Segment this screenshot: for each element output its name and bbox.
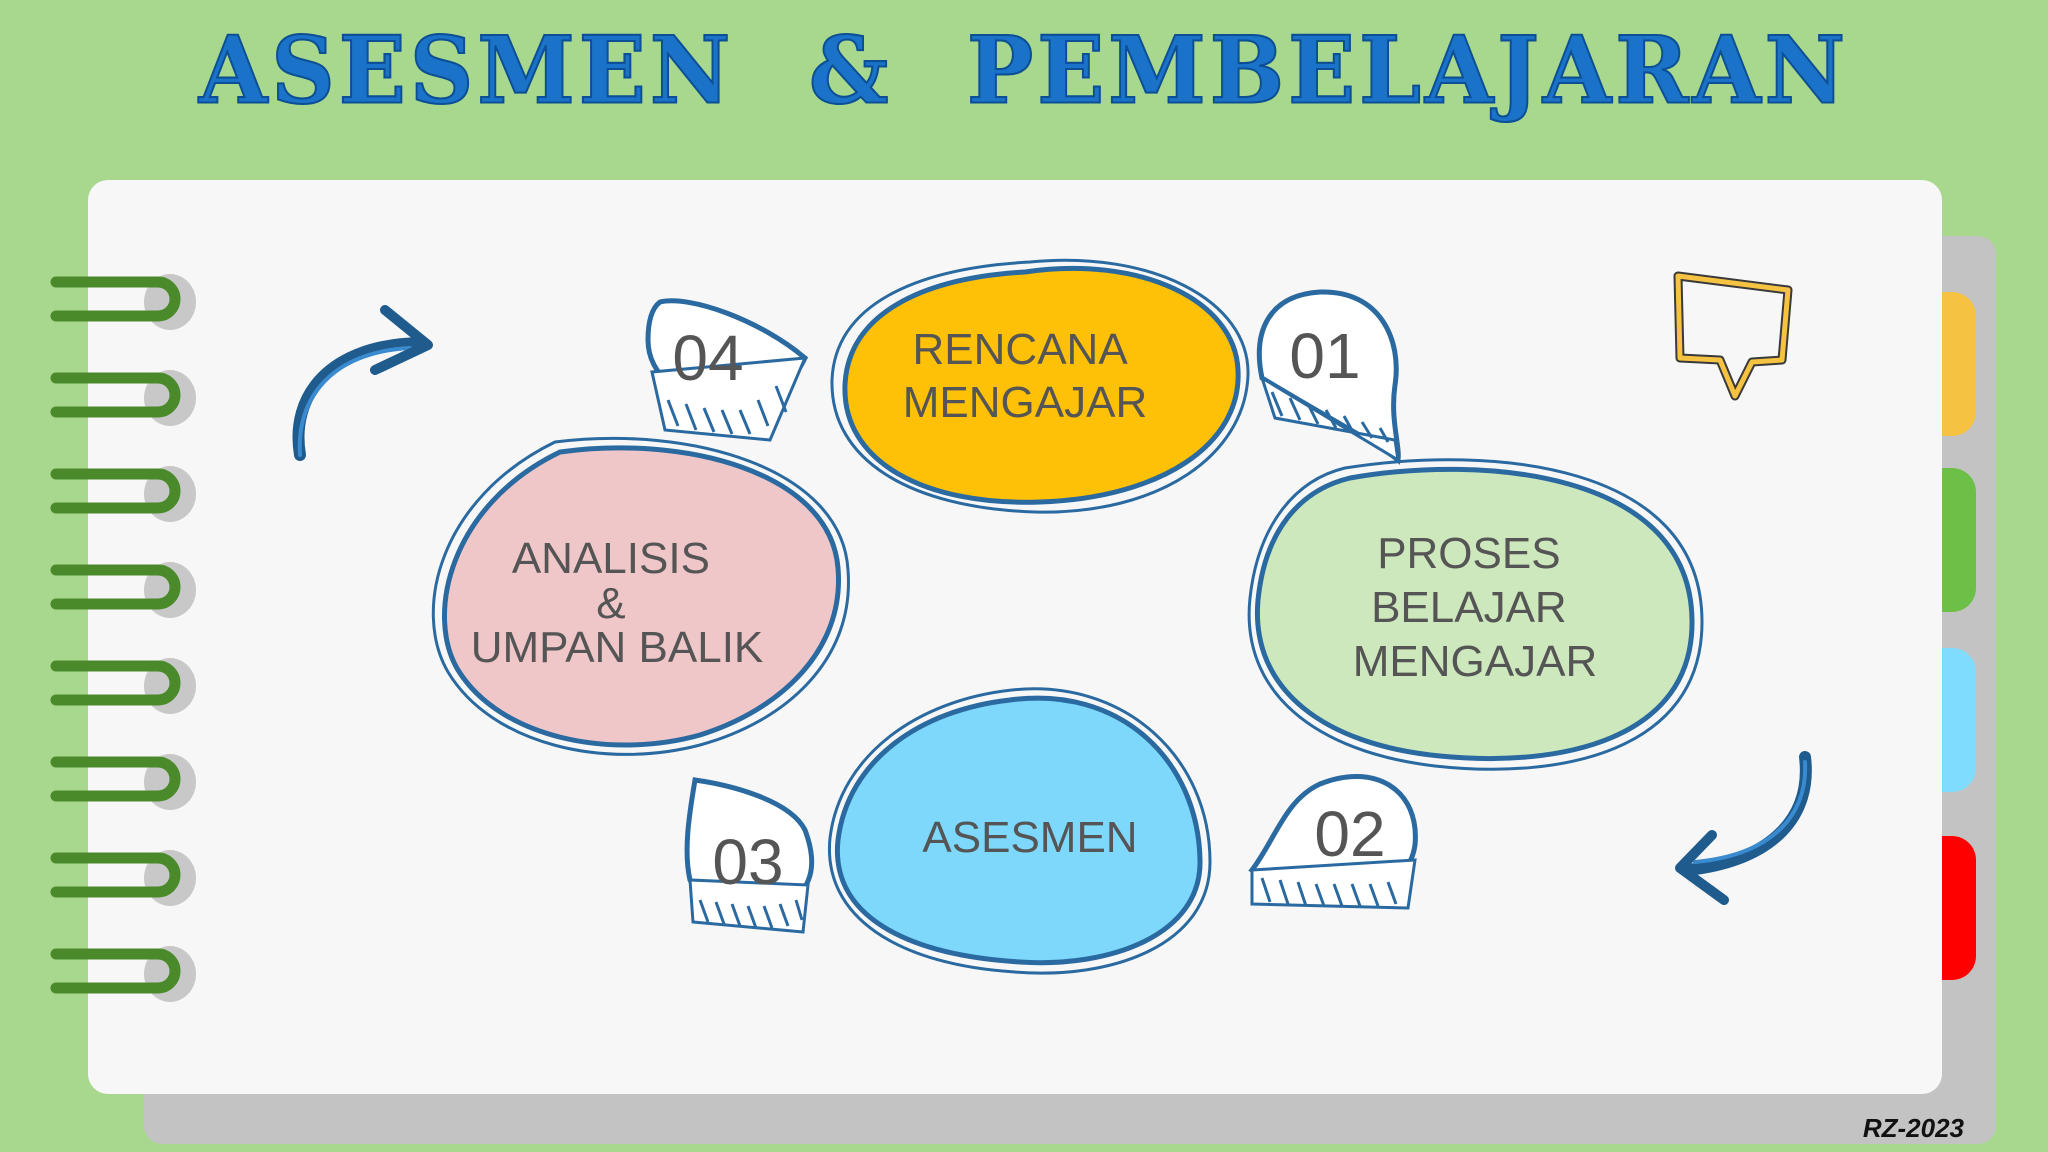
stage-label: PROSES BELAJAR MENGAJAR (1353, 529, 1597, 686)
speech-bubble-icon (1673, 271, 1793, 401)
stage-number: 04 (672, 322, 743, 394)
stage-number-bubble: 03 (684, 777, 815, 934)
stage-number-bubble: 01 (1256, 289, 1401, 465)
stage-blob: RENCANA MENGAJAR (830, 258, 1250, 514)
stage-blob: ANALISIS & UMPAN BALIK (431, 436, 850, 756)
stage-blob: ASESMEN (827, 687, 1212, 975)
stage-label: ASESMEN (922, 813, 1137, 862)
stage-number: 03 (712, 826, 783, 898)
page-title: ASESMEN & PEMBELAJARAN (198, 14, 1850, 125)
stage-blob: PROSES BELAJAR MENGAJAR (1247, 458, 1704, 771)
stage-number-bubble: 04 (645, 298, 809, 442)
stage-label: RENCANA MENGAJAR (903, 325, 1147, 427)
stage-number-bubble: 02 (1248, 773, 1418, 910)
stage-blob-shape (1254, 466, 1695, 762)
cycle-arrow-icon (1675, 751, 1812, 905)
cycle-arrow-icon (292, 305, 433, 461)
stage-blob-shape (834, 695, 1203, 966)
stage-number: 02 (1314, 798, 1385, 870)
stage-number: 01 (1289, 320, 1360, 392)
watermark: RZ-2023 (1862, 1113, 1964, 1143)
stage-label: ANALISIS & UMPAN BALIK (471, 534, 764, 672)
stage-blob-shape (442, 445, 841, 748)
stage-blob-shape (842, 265, 1241, 505)
